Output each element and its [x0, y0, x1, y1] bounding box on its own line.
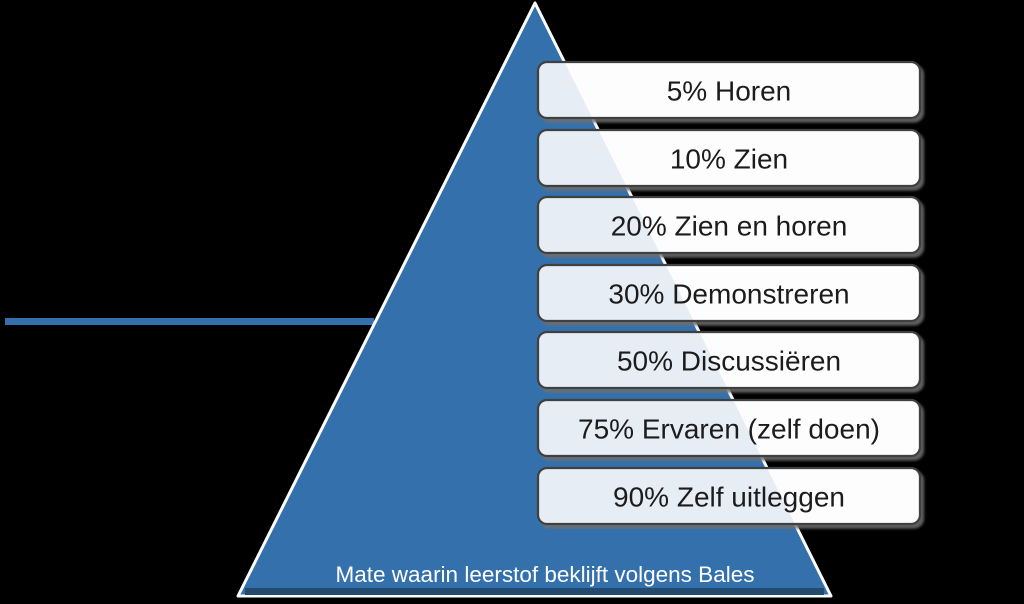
level-label: 10% Zien [670, 144, 788, 175]
level-box: 30% Demonstreren [536, 263, 922, 323]
level-label: 20% Zien en horen [611, 211, 848, 242]
level-box: 5% Horen [536, 60, 922, 120]
level-box: 10% Zien [536, 128, 922, 188]
level-box-border [536, 128, 922, 188]
pyramid-tint-overlay [538, 400, 831, 456]
level-box-border [536, 263, 922, 323]
level-box-border [536, 195, 922, 255]
level-box-background [538, 130, 920, 186]
level-label: 50% Discussiëren [617, 346, 841, 377]
level-box: 90% Zelf uitleggen [536, 466, 922, 526]
level-label: 5% Horen [667, 76, 792, 107]
level-box-border [536, 466, 922, 526]
pyramid-caption: Mate waarin leerstof beklijft volgens Ba… [336, 562, 755, 587]
level-label: 30% Demonstreren [608, 279, 849, 310]
level-label: 75% Ervaren (zelf doen) [578, 414, 880, 445]
level-box: 75% Ervaren (zelf doen) [536, 398, 922, 458]
level-box-border [536, 398, 922, 458]
level-box-background [538, 62, 920, 118]
level-label: 90% Zelf uitleggen [613, 482, 845, 513]
level-box: 50% Discussiëren [536, 330, 922, 390]
level-box-border [536, 60, 922, 120]
level-box-border [536, 330, 922, 390]
level-box: 20% Zien en horen [536, 195, 922, 255]
